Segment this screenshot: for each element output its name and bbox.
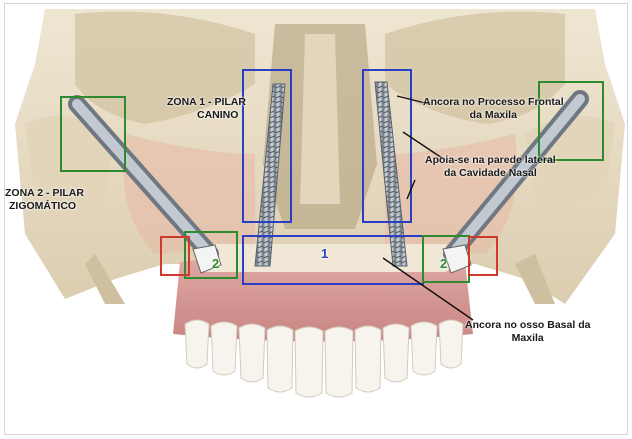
label-ancora-frontal-line1: Ancora no Processo Frontal (423, 96, 564, 109)
figure-frame: ZONA 1 - PILAR CANINO ZONA 2 - PILAR ZIG… (4, 3, 628, 435)
label-ancora-frontal: Ancora no Processo Frontal da Maxila (423, 96, 564, 122)
label-ancora-frontal-line2: da Maxila (423, 109, 564, 122)
label-ancora-basal: Ancora no osso Basal da Maxila (465, 319, 590, 345)
zone-number-right-zygomatic: 2 (440, 256, 447, 271)
label-ancora-basal-line1: Ancora no osso Basal da (465, 319, 590, 332)
label-zona1: ZONA 1 - PILAR CANINO (167, 96, 246, 122)
label-ancora-basal-line2: Maxila (465, 332, 590, 345)
label-zona2: ZONA 2 - PILAR ZIGOMÁTICO (5, 187, 84, 213)
label-zona1-line1: ZONA 1 - PILAR (167, 96, 246, 109)
label-zona1-line2: CANINO (167, 109, 246, 122)
label-zona2-line2: ZIGOMÁTICO (5, 200, 84, 213)
label-apoia-line1: Apoia-se na parede lateral (425, 154, 556, 167)
zone-number-left-zygomatic: 2 (212, 256, 219, 271)
label-apoia-line2: da Cavidade Nasal (425, 167, 556, 180)
zone-number-basal: 1 (321, 246, 328, 261)
skull-illustration (5, 4, 629, 436)
label-zona2-line1: ZONA 2 - PILAR (5, 187, 84, 200)
label-apoia: Apoia-se na parede lateral da Cavidade N… (425, 154, 556, 180)
